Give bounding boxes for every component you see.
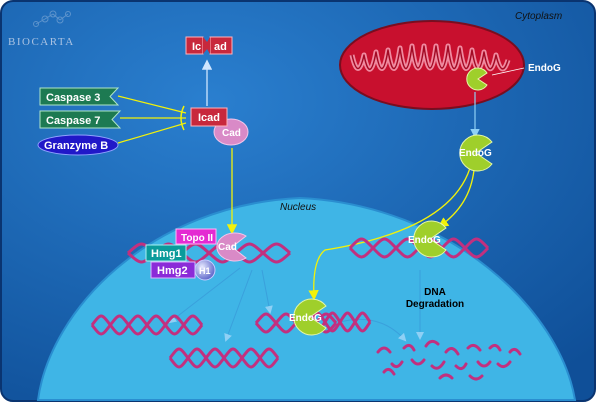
dna-helix-strand [90, 314, 204, 336]
arrow-caspase3-icad [117, 95, 187, 114]
endog-nuc-right-label: EndoG [408, 235, 441, 246]
dna-degradation-label-1: DNA [424, 287, 446, 298]
cytoplasm-label: Cytoplasm [515, 11, 562, 22]
icad-cleaved-left-label: Ic [192, 41, 201, 53]
biocarta-logo: BIOCARTA [8, 10, 75, 48]
h1-label: H1 [199, 266, 211, 276]
hmg1-label: Hmg1 [151, 248, 182, 260]
arrow-endog-to-left [308, 167, 471, 301]
endog-nuc-left-label: EndoG [289, 313, 322, 324]
icad-label: Icad [198, 112, 220, 124]
cad-label: Cad [222, 128, 241, 139]
mitochondrion [339, 20, 525, 110]
topo2-label: Topo II [181, 233, 213, 244]
nucleus-label: Nucleus [280, 202, 316, 213]
endog-nuclear-left[interactable]: EndoG [289, 298, 327, 336]
icad-cleaved-right-label: ad [214, 41, 227, 53]
granzyme-b[interactable]: Granzyme B [37, 134, 119, 156]
endog-nuclear-right[interactable]: EndoG [408, 220, 447, 258]
caspase-3[interactable]: Caspase 3 [39, 87, 120, 106]
pathway-arrows [117, 59, 480, 342]
hmg2-label: Hmg2 [157, 265, 188, 277]
caspase-7-label: Caspase 7 [46, 115, 100, 127]
endog-mitochondrial[interactable]: EndoG [466, 63, 561, 91]
endog-cyto-label: EndoG [459, 148, 492, 159]
endog-mito-label: EndoG [528, 63, 561, 74]
arrow-granzymeb-icad [117, 122, 187, 144]
degraded-dna-fragments [376, 339, 522, 381]
caspase-7[interactable]: Caspase 7 [39, 110, 122, 129]
icad-cad-complex[interactable]: Cad Icad [190, 107, 249, 146]
endog-cytoplasmic[interactable]: EndoG [459, 134, 493, 172]
cad-topo-hmg-complex[interactable]: Cad Topo II Hmg1 Hmg2 H1 [145, 228, 247, 281]
logo-text: BIOCARTA [8, 36, 75, 48]
dna-helix-strand [168, 347, 280, 369]
dna-degradation-label-2: Degradation [406, 299, 464, 310]
cad-nuc-label: Cad [218, 242, 237, 253]
icad-cleaved[interactable]: Ic ad [185, 36, 233, 55]
caspase-3-label: Caspase 3 [46, 92, 100, 104]
granzyme-b-label: Granzyme B [44, 140, 108, 152]
arrow-endog-to-right [437, 169, 475, 228]
